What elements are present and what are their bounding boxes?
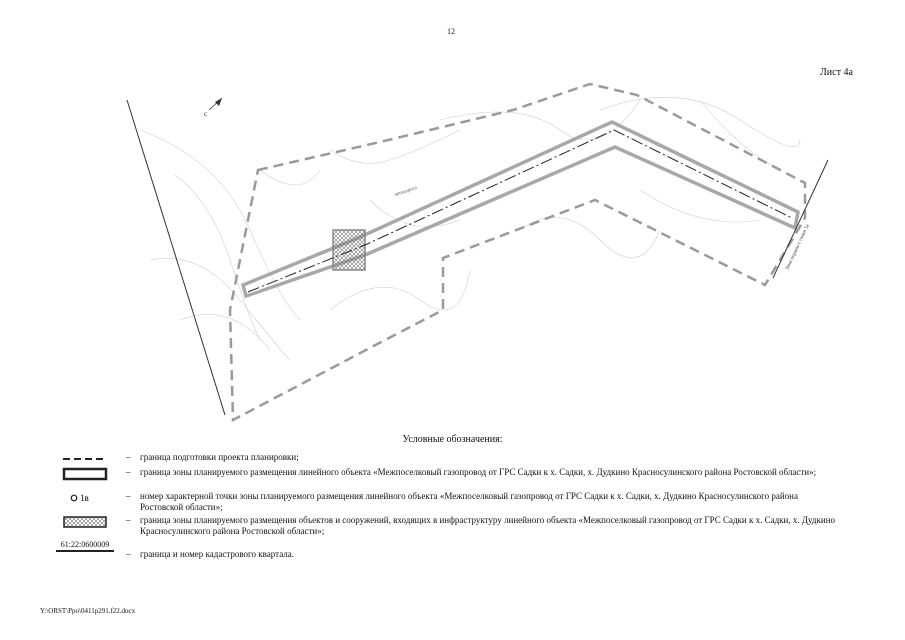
file-path: Y:\ORST\Ppo\0411p291.f22.docx (40, 607, 136, 615)
legend-dash: – (126, 515, 131, 525)
road-label: автодорога (394, 186, 418, 198)
north-arrow-icon: С (204, 97, 223, 118)
legend-text: граница зоны планируемого размещения объ… (140, 515, 836, 536)
legend-text: номер характерной точки зоны планируемог… (140, 491, 798, 512)
point-marker-symbol: 1в (70, 493, 89, 503)
double-outline-symbol (62, 467, 108, 481)
legend-dash: – (126, 452, 131, 462)
sheet-label: Лист 4а (820, 67, 853, 78)
page-number: 12 (447, 27, 455, 36)
legend-dash: – (126, 491, 131, 501)
linear-object-zone (240, 120, 800, 299)
legend-dash: – (126, 467, 131, 477)
legend-text: граница и номер кадастрового квартала. (140, 549, 295, 559)
cadastral-boundary-line (126, 99, 226, 416)
dashed-line-symbol (63, 458, 107, 460)
infrastructure-zone (332, 229, 366, 271)
right-boundary-line (772, 159, 829, 279)
north-label: С (204, 113, 208, 118)
cadastral-symbol: 61:22:0600009 (56, 540, 114, 554)
legend-title: Условные обозначения: (402, 434, 503, 445)
point-label: 1в (80, 493, 89, 503)
planning-boundary (228, 82, 807, 423)
topographic-lines (139, 96, 801, 361)
site-plan-map: С автодорога Зона охраны с точки 5а (126, 82, 829, 423)
hatched-rect-symbol (63, 516, 107, 528)
legend-text: граница зоны планируемого размещения лин… (140, 467, 817, 477)
gas-pipeline (247, 129, 793, 293)
legend-dash: – (126, 549, 131, 559)
cadastral-number: 61:22:0600009 (60, 540, 110, 549)
legend-text: граница подготовки проекта планировки; (140, 452, 299, 462)
